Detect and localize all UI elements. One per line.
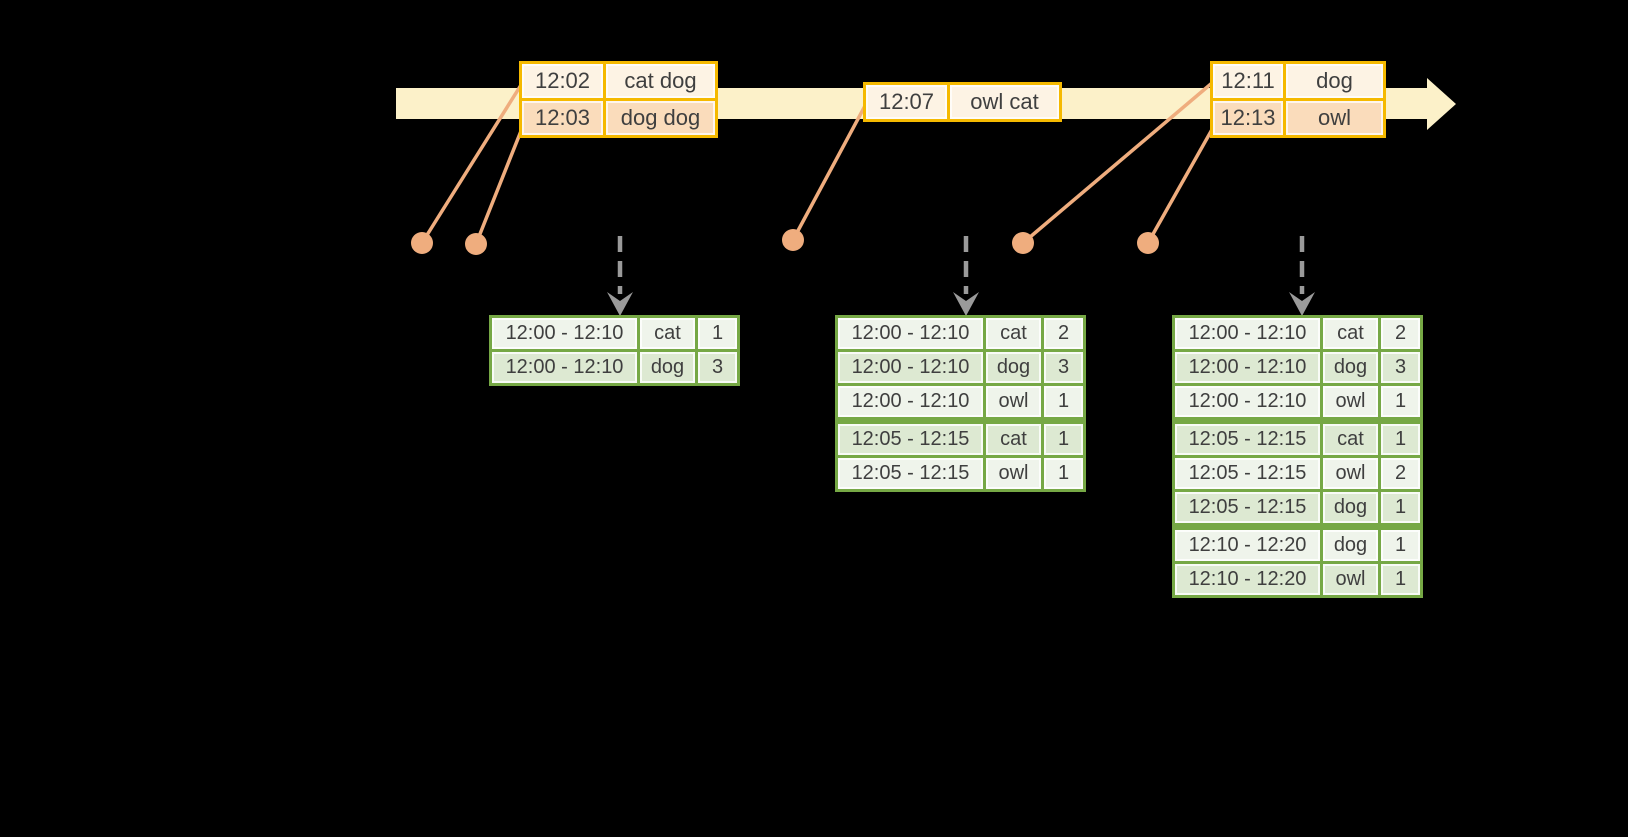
words-cell: cat dog <box>603 61 718 101</box>
time-cell: 12:07 <box>863 82 950 122</box>
count-cell: 2 <box>1378 455 1423 492</box>
word-cell: dog <box>1320 525 1381 564</box>
event-connector-lines <box>420 81 1216 245</box>
word-cell: dog <box>1320 489 1381 530</box>
event-connector-line <box>420 84 523 244</box>
event-connector-line <box>1021 81 1214 245</box>
count-cell: 1 <box>1378 383 1423 424</box>
window-cell: 12:10 - 12:20 <box>1172 525 1323 564</box>
time-cell: 12:02 <box>519 61 606 101</box>
count-cell: 2 <box>1041 315 1086 352</box>
window-cell: 12:00 - 12:10 <box>1172 315 1323 352</box>
window-cell: 12:00 - 12:10 <box>835 315 986 352</box>
word-cell: owl <box>1320 561 1381 598</box>
count-cell: 1 <box>1378 561 1423 598</box>
word-cell: cat <box>983 419 1044 458</box>
window-cell: 12:05 - 12:15 <box>1172 489 1323 530</box>
window-cell: 12:05 - 12:15 <box>835 419 986 458</box>
count-cell: 1 <box>695 315 740 352</box>
word-cell: owl <box>1320 383 1381 424</box>
window-cell: 12:00 - 12:10 <box>835 349 986 386</box>
word-cell: dog <box>637 349 698 386</box>
count-cell: 1 <box>1041 383 1086 424</box>
window-cell: 12:05 - 12:15 <box>835 455 986 492</box>
count-cell: 3 <box>695 349 740 386</box>
dashed-down-arrow-icon <box>607 236 633 316</box>
event-connector-line <box>791 103 868 241</box>
event-dot-icon <box>1012 232 1034 254</box>
word-cell: dog <box>1320 349 1381 386</box>
count-cell: 1 <box>1378 489 1423 530</box>
word-cell: cat <box>1320 315 1381 352</box>
words-cell: owl <box>1283 98 1386 138</box>
count-cell: 2 <box>1378 315 1423 352</box>
word-cell: cat <box>637 315 698 352</box>
time-cell: 12:11 <box>1210 61 1286 101</box>
event-dot-icon <box>782 229 804 251</box>
time-cell: 12:03 <box>519 98 606 138</box>
word-cell: cat <box>1320 419 1381 458</box>
dashed-down-arrow-icon <box>1289 236 1315 316</box>
count-cell: 1 <box>1041 419 1086 458</box>
event-connector-line <box>1146 125 1216 244</box>
window-cell: 12:05 - 12:15 <box>1172 455 1323 492</box>
word-cell: cat <box>983 315 1044 352</box>
event-dots <box>411 229 1159 255</box>
count-cell: 1 <box>1378 525 1423 564</box>
words-cell: owl cat <box>947 82 1062 122</box>
word-cell: owl <box>983 455 1044 492</box>
count-cell: 1 <box>1041 455 1086 492</box>
event-dot-icon <box>1137 232 1159 254</box>
window-cell: 12:00 - 12:10 <box>1172 349 1323 386</box>
time-cell: 12:13 <box>1210 98 1286 138</box>
window-cell: 12:10 - 12:20 <box>1172 561 1323 598</box>
words-cell: dog <box>1283 61 1386 101</box>
word-cell: owl <box>983 383 1044 424</box>
window-cell: 12:00 - 12:10 <box>489 349 640 386</box>
count-cell: 1 <box>1378 419 1423 458</box>
words-cell: dog dog <box>603 98 718 138</box>
window-cell: 12:00 - 12:10 <box>1172 383 1323 424</box>
count-cell: 3 <box>1378 349 1423 386</box>
event-connector-line <box>474 125 525 245</box>
window-cell: 12:00 - 12:10 <box>835 383 986 424</box>
count-cell: 3 <box>1041 349 1086 386</box>
timeline-arrowhead-icon <box>1427 78 1456 130</box>
word-cell: dog <box>983 349 1044 386</box>
window-cell: 12:00 - 12:10 <box>489 315 640 352</box>
dashed-down-arrow-icon <box>953 236 979 316</box>
trigger-arrows <box>607 236 1315 316</box>
event-dot-icon <box>465 233 487 255</box>
event-dot-icon <box>411 232 433 254</box>
word-cell: owl <box>1320 455 1381 492</box>
window-cell: 12:05 - 12:15 <box>1172 419 1323 458</box>
